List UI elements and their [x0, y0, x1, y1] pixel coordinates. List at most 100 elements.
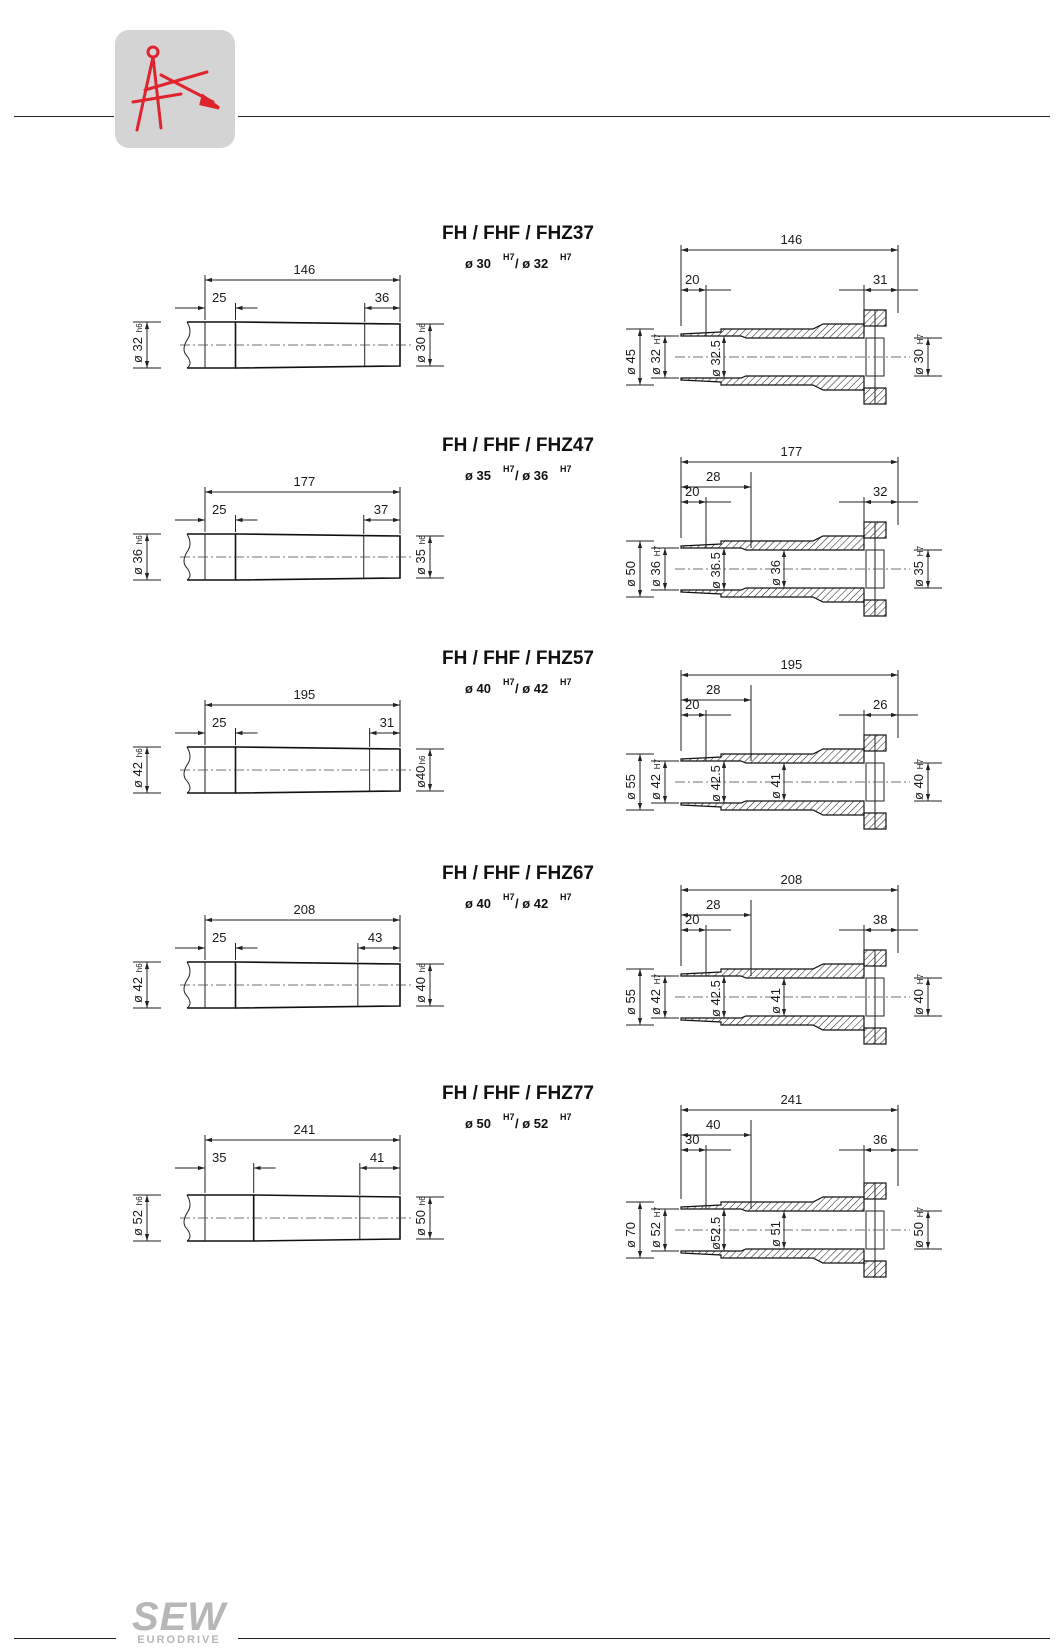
section-title: FH / FHF / FHZ77 [442, 1083, 594, 1104]
shaft-dim-left-dia-label: ø 36 [130, 549, 145, 575]
shaft-dim-right-dia-tol: h6 [418, 963, 427, 972]
hollow-dim-outer: ø 50 [623, 540, 654, 598]
hollow-dim-b-label: 40 [706, 1117, 720, 1132]
hollow-dim-outer-label: ø 45 [623, 349, 638, 375]
hollow-dim-right-label: ø 30 [911, 349, 926, 375]
hollow-dim-right-label: ø 40 [911, 774, 926, 800]
hollow-dim-b: 28 [681, 897, 751, 918]
hollow-dim-inner2: ø 36 [768, 550, 787, 588]
subtitle-d2: / ø 32 [515, 256, 548, 271]
footer-rule-right [238, 1638, 1050, 1639]
shaft-dim-right-dia-label: ø 40 [413, 977, 428, 1003]
shaft-dim-right-dia-tol: h6 [418, 1196, 427, 1205]
shaft-dim-total-label: 195 [294, 687, 316, 702]
hollow-dim-inner1: ø 42.5 [708, 761, 727, 803]
subtitle-d1: ø 40 [465, 681, 491, 696]
shaft-break [183, 746, 191, 794]
shaft-dim-b-label: 43 [368, 930, 382, 945]
hollow-dim-a-label: 20 [685, 272, 699, 287]
subtitle-tol2: H7 [560, 252, 572, 262]
brand-name: SEW [131, 1595, 227, 1639]
hollow-dim-inner1-label: ø 42.5 [708, 980, 723, 1017]
hollow-dim-bore-label: ø 42 [648, 989, 663, 1015]
hollow-dim-total: 195 [681, 657, 898, 678]
shaft-dim-total-label: 177 [294, 474, 316, 489]
hollow-dim-end: 32 [839, 484, 918, 505]
hollow-wall-upper [680, 963, 865, 979]
hollow-dim-outer: ø 55 [623, 753, 654, 811]
footer-rule-left [14, 1638, 116, 1639]
hollow-dim-right-label: ø 50 [911, 1222, 926, 1248]
shaft-dim-b-label: 31 [380, 715, 394, 730]
shaft-dim-left-dia-label: ø 52 [130, 1210, 145, 1236]
shaft-dim-a-label: 35 [212, 1150, 226, 1165]
hollow-dim-inner1: ø 42.5 [708, 976, 727, 1018]
shaft-dim-total: 146 [205, 262, 400, 283]
hollow-dim-inner1: ø52.5 [708, 1209, 727, 1251]
shaft-dim-b: 37 [363, 502, 400, 523]
hollow-dim-outer: ø 45 [623, 328, 654, 386]
shaft-dim-left-dia-tol: h6 [135, 535, 144, 544]
subtitle-d1: ø 50 [465, 1116, 491, 1131]
shaft-dim-b: 36 [364, 290, 400, 311]
hollow-dim-end: 26 [839, 697, 918, 718]
hollow-dim-bore-label: ø 52 [648, 1222, 663, 1248]
hollow-dim-a-label: 20 [685, 912, 699, 927]
hollow-dim-inner2: ø 41 [768, 978, 787, 1016]
shaft-dim-b: 43 [357, 930, 400, 951]
hollow-dim-end: 36 [839, 1132, 918, 1153]
shaft-dim-a: 25 [175, 715, 258, 736]
hollow-dim-right: ø 40 H7 [911, 973, 942, 1017]
hollow-dim-right-label: ø 40 [911, 989, 926, 1015]
hollow-dim-bore-tol: H7 [653, 973, 662, 984]
shaft-dim-total-label: 208 [294, 902, 316, 917]
hollow-dim-end-label: 26 [873, 697, 887, 712]
shaft-dim-left-dia: ø 36 h6 [130, 533, 161, 581]
shaft-dim-right-dia: ø 50 h6 [413, 1196, 444, 1240]
hollow-dim-right-tol: H7 [916, 545, 925, 556]
shaft-dim-b: 31 [369, 715, 400, 736]
hollow-dim-end-label: 36 [873, 1132, 887, 1147]
subtitle-d1: ø 30 [465, 256, 491, 271]
hollow-wall-lower [680, 587, 865, 603]
hollow-wall-upper [680, 748, 865, 764]
section-title: FH / FHF / FHZ37 [442, 223, 594, 244]
shaft-dim-b-label: 37 [374, 502, 388, 517]
hollow-dim-b: 28 [681, 469, 751, 490]
shaft-dim-a: 25 [175, 930, 258, 951]
brand-sub: EURODRIVE [137, 1634, 221, 1646]
shaft-dim-right-dia-label: ø 35 [413, 549, 428, 575]
subtitle-d2: / ø 42 [515, 681, 548, 696]
shaft-dim-a-label: 25 [212, 290, 226, 305]
shaft-dim-left-dia-label: ø 42 [130, 977, 145, 1003]
hollow-dim-a: 20 [681, 484, 731, 505]
shaft-dim-left-dia-tol: h6 [135, 323, 144, 332]
shaft-break [183, 1194, 191, 1242]
shaft-dim-right-dia-label: ø 50 [413, 1210, 428, 1236]
shaft-dim-right-dia-tol: h6 [418, 755, 427, 764]
hollow-dim-right-tol: H7 [916, 973, 925, 984]
hollow-dim-inner1: ø 32.5 [708, 336, 727, 378]
hollow-dim-inner1-label: ø52.5 [708, 1217, 723, 1250]
subtitle-tol2: H7 [560, 892, 572, 902]
hollow-dim-end-label: 32 [873, 484, 887, 499]
hollow-dim-total-label: 195 [781, 657, 803, 672]
hollow-wall-upper [680, 323, 865, 339]
hollow-dim-outer-label: ø 55 [623, 774, 638, 800]
shaft-dim-right-dia-tol: h6 [418, 323, 427, 332]
hollow-dim-inner1-label: ø 36.5 [708, 552, 723, 589]
hollow-dim-outer-label: ø 70 [623, 1222, 638, 1248]
